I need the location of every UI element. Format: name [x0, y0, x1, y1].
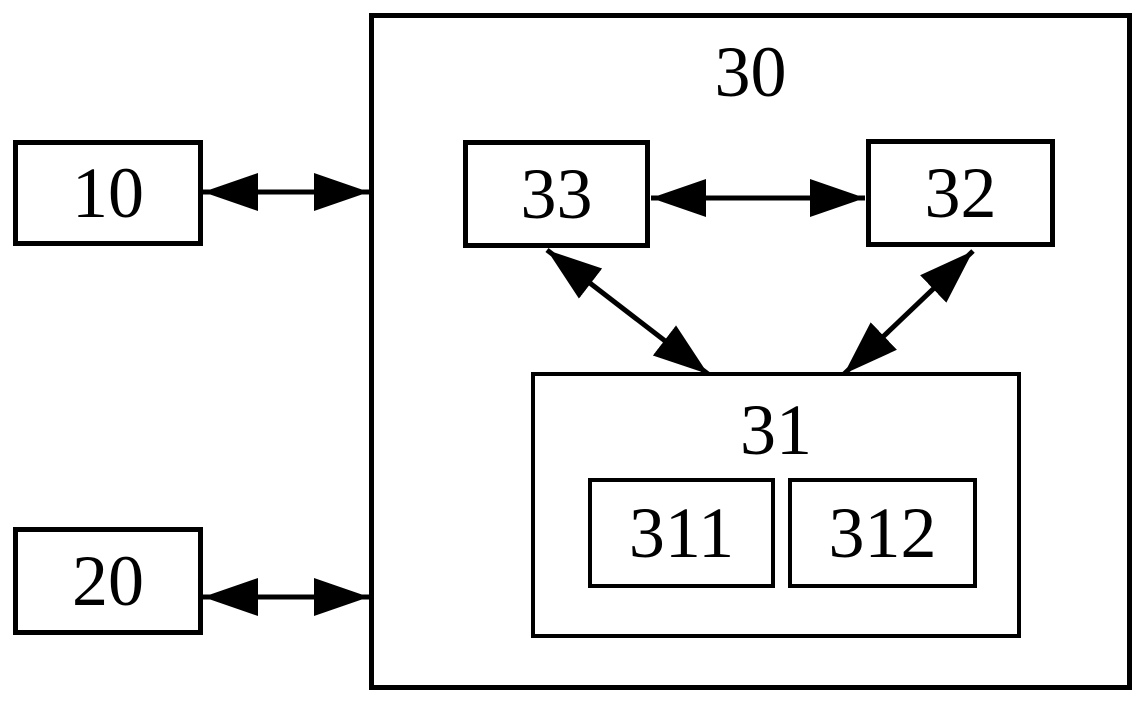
block-311: 311: [588, 478, 775, 588]
block-20: 20: [13, 527, 203, 635]
block-30-label: 30: [714, 32, 787, 112]
block-31: 31: [531, 372, 1021, 638]
block-32: 32: [866, 139, 1055, 247]
block-20-label: 20: [72, 541, 144, 621]
block-30: 30: [369, 13, 1132, 690]
block-33: 33: [463, 140, 650, 248]
block-33-label: 33: [520, 154, 593, 234]
block-10: 10: [13, 140, 203, 246]
block-31-label: 31: [740, 390, 812, 470]
block-312: 312: [788, 478, 977, 588]
block-312-label: 312: [828, 493, 937, 573]
block-10-label: 10: [72, 153, 144, 233]
block-311-label: 311: [628, 493, 735, 573]
block-32-label: 32: [924, 153, 997, 233]
